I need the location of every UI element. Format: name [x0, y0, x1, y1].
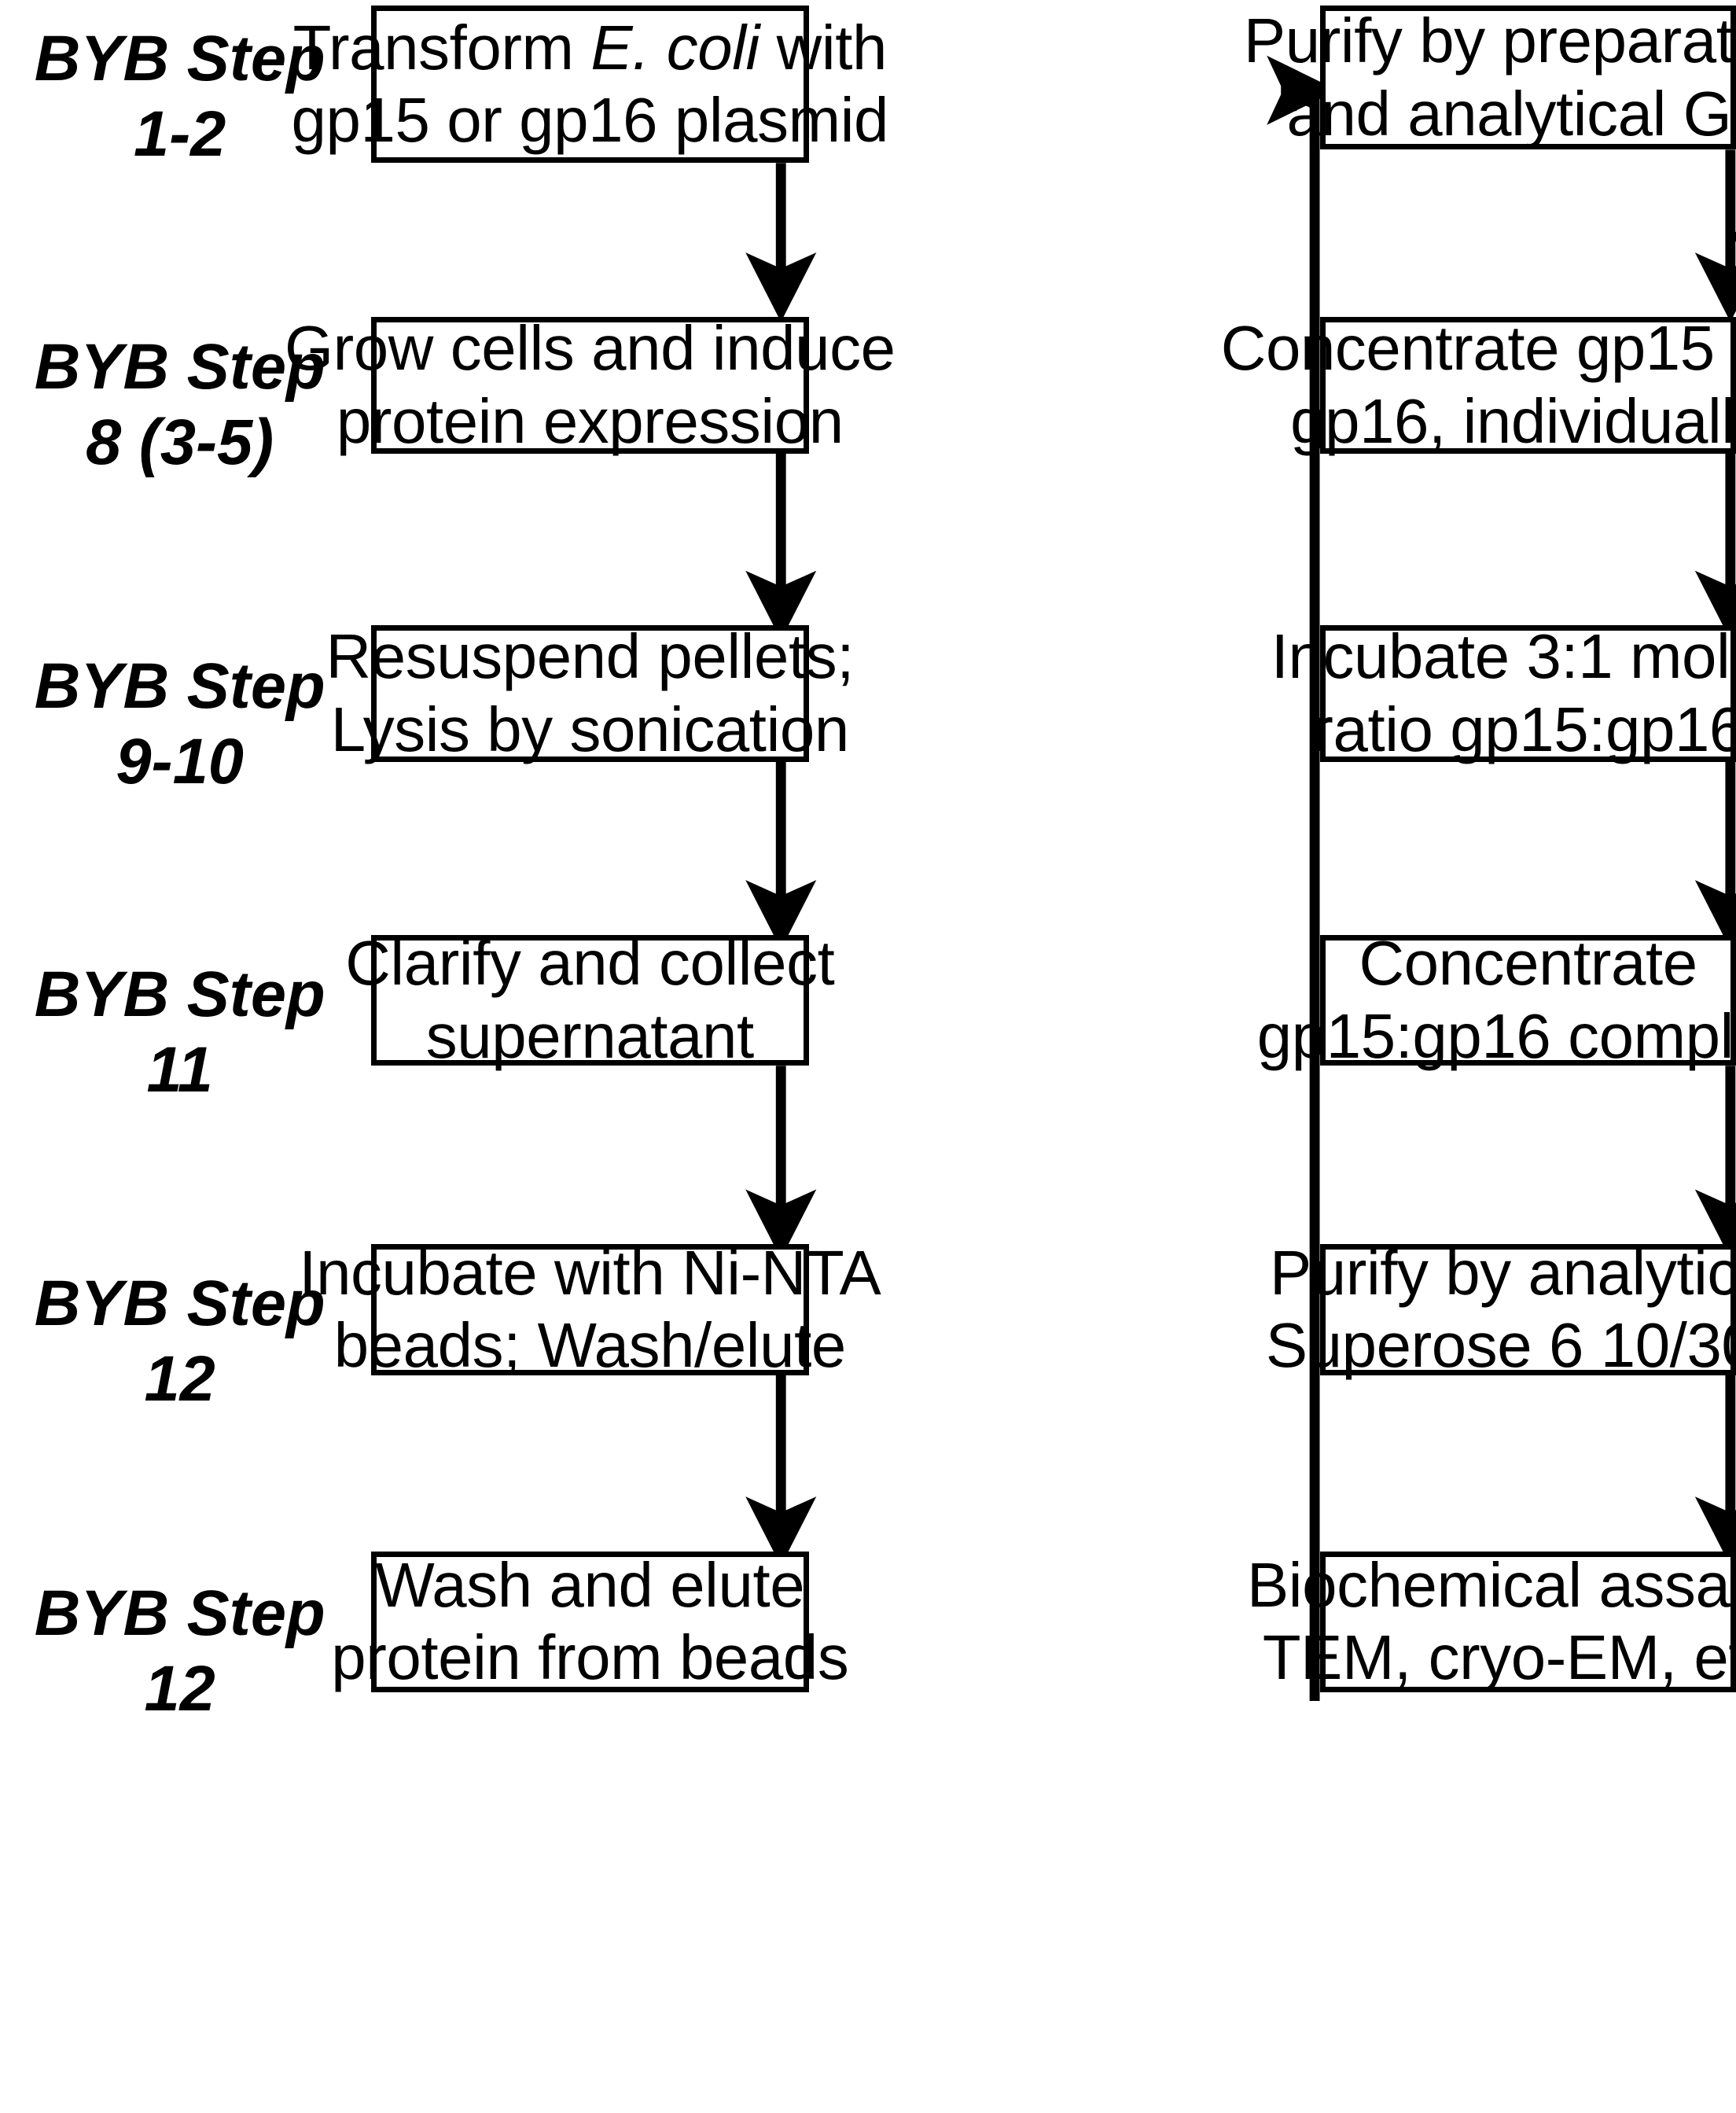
flowchart-diagram: BYB Step 1-2 Transform E. coli with gp15… [11, 6, 1736, 1725]
node-washelute[interactable]: Wash and elute protein from beads [331, 1549, 849, 1693]
node-text-line: Grow cells and induce [284, 313, 896, 384]
node-text-line: Transform E. coli with [292, 12, 888, 83]
step-label-washelute: BYB Step 12 [11, 1577, 348, 1728]
step-label-line: BYB Step [34, 24, 326, 94]
node-text-line: Superose 6 10/300 [1265, 1310, 1736, 1381]
node-text-line: supernatant [425, 1000, 754, 1071]
step-label-line: BYB Step [34, 1268, 326, 1340]
node-conccomplex[interactable]: Concentrate gp15:gp16 complex [1257, 928, 1736, 1071]
node-transform[interactable]: Transform E. coli with gp15 or gp16 plas… [292, 6, 888, 164]
node-text-line: Incubate 3:1 molar [1271, 621, 1736, 692]
node-incubate31[interactable]: Incubate 3:1 molar ratio gp15:gp16 [1271, 621, 1736, 764]
node-grow[interactable]: Grow cells and induce protein expression [285, 313, 896, 456]
node-text-line: Lysis by sonication [330, 694, 850, 764]
node-text-line: Concentrate gp15 and [1220, 313, 1736, 384]
node-text-line: Biochemical assays, [1246, 1549, 1736, 1620]
node-text-line: TEM, cryo-EM, etc. [1262, 1622, 1736, 1693]
node-text-line: protein expression [336, 385, 844, 456]
step-label-line: 12 [144, 1653, 215, 1725]
step-label-line: BYB Step [34, 959, 326, 1030]
node-concindiv[interactable]: Concentrate gp15 and gp16, individually [1221, 313, 1736, 456]
node-text-line: protein from beads [331, 1622, 849, 1693]
node-text-line: gp15:gp16 complex [1256, 1000, 1736, 1071]
node-resuspend[interactable]: Resuspend pellets; Lysis by sonication [326, 621, 855, 764]
step-label-transform: BYB Step 1-2 [11, 22, 348, 173]
step-label-grow: BYB Step 8 (3-5) [11, 330, 348, 481]
step-label-line: 1-2 [133, 98, 226, 170]
node-text-line: gp16, individually [1290, 385, 1736, 456]
node-ninta[interactable]: Incubate with Ni-NTA beads; Wash/elute [299, 1238, 881, 1381]
step-label-clarify: BYB Step 11 [11, 958, 348, 1109]
step-label-line: 8 (3-5) [86, 407, 274, 478]
step-label-line: BYB Step [34, 332, 326, 403]
node-text-line: Clarify and collect [345, 928, 835, 999]
step-label-line: 12 [144, 1344, 215, 1415]
step-label-line: BYB Step [34, 1577, 326, 1649]
node-text-line: Resuspend pellets; [326, 621, 855, 692]
node-text-line: gp15 or gp16 plasmid [291, 85, 889, 156]
node-assays[interactable]: Biochemical assays, TEM, cryo-EM, etc. [1247, 1550, 1736, 1693]
node-clarify[interactable]: Clarify and collect supernatant [345, 928, 835, 1071]
node-text-line: ratio gp15:gp16 [1312, 694, 1736, 764]
node-superose[interactable]: Purify by analytical Superose 6 10/300 [1266, 1238, 1736, 1381]
step-label-ninta: BYB Step 12 [11, 1267, 348, 1418]
step-label-resuspend: BYB Step 9-10 [11, 650, 348, 801]
node-text-line: Wash and elute [375, 1549, 805, 1620]
node-text-line: Concentrate [1359, 928, 1697, 999]
node-text-line: Purify by preparative [1243, 6, 1736, 76]
step-label-line: BYB Step [34, 651, 326, 722]
node-text-line: Incubate with Ni-NTA [299, 1237, 881, 1308]
node-purifygf[interactable]: Purify by preparative and analytical GF [1244, 6, 1736, 150]
node-text-line: beads; Wash/elute [333, 1310, 847, 1381]
connector-layer [745, 55, 1736, 1701]
node-text-line: Purify by analytical [1269, 1237, 1736, 1308]
step-label-line: 9-10 [116, 726, 244, 797]
step-label-line: 11 [146, 1034, 213, 1106]
node-text-line: and analytical GF [1286, 78, 1736, 149]
